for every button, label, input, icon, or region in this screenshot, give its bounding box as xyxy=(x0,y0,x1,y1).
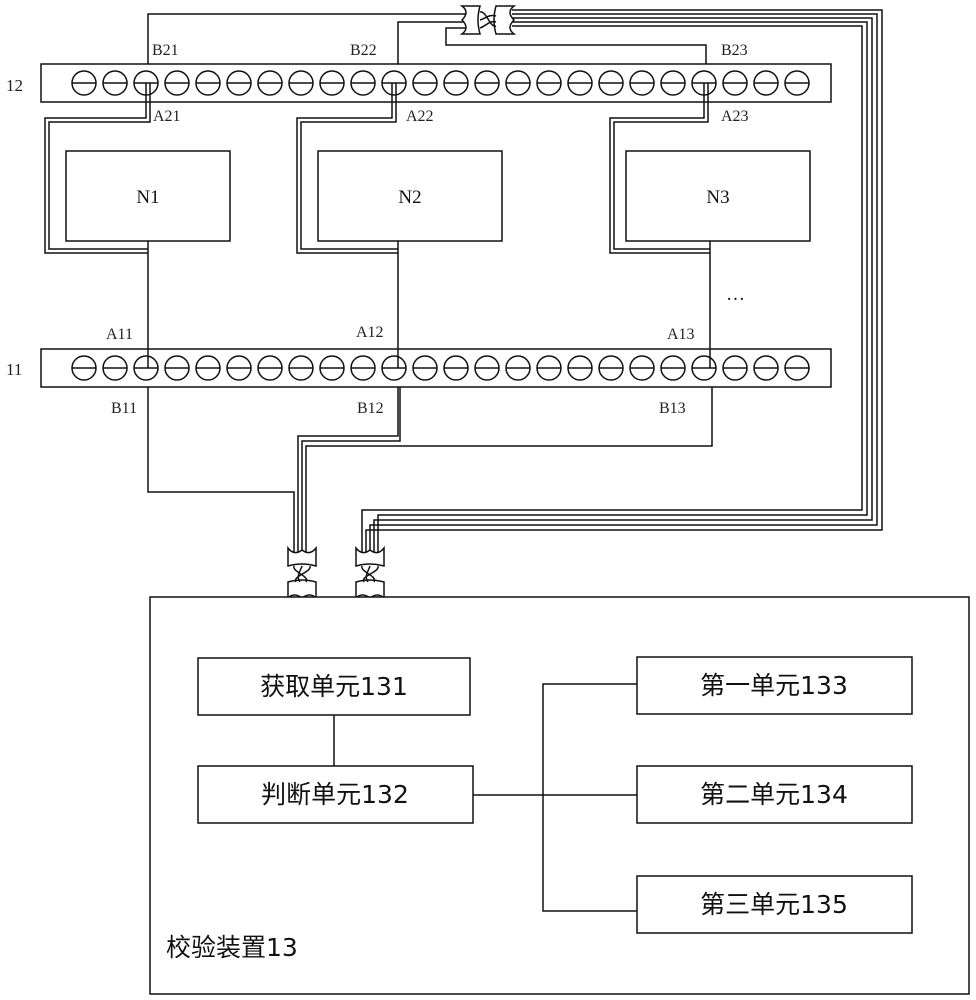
verifier-device-title: 校验装置13 xyxy=(166,933,298,962)
wire-b22 xyxy=(397,21,470,64)
wire-b12-2 xyxy=(301,387,401,560)
node-n1-label: N1 xyxy=(136,187,159,208)
ellipsis-label: … xyxy=(726,284,745,305)
wire-b11 xyxy=(147,387,295,560)
pin-label-b21: B21 xyxy=(152,42,179,59)
pin-label-a13: A13 xyxy=(667,326,695,343)
wire-a22-loop xyxy=(296,83,398,254)
node-n3: N3 xyxy=(625,150,811,242)
terminal-block-12-label: 12 xyxy=(6,76,23,95)
pin-label-a23: A23 xyxy=(721,108,749,125)
pin-label-b12: B12 xyxy=(357,400,384,417)
node-n3-box xyxy=(625,150,811,242)
unit-acquire: 获取单元131 xyxy=(197,657,471,716)
wire-a23-loop xyxy=(609,83,710,254)
wire-bundle-1 xyxy=(365,9,883,560)
pin-label-a12: A12 xyxy=(356,324,384,341)
connector-top-icon xyxy=(459,5,517,35)
node-n3-label: N3 xyxy=(706,187,729,208)
wire-a23-loop-inner xyxy=(613,83,710,250)
wire-bundle-4 xyxy=(377,21,868,560)
pin-label-a11: A11 xyxy=(106,326,133,343)
unit-judge-label: 判断单元132 xyxy=(261,780,409,809)
pin-label-b22: B22 xyxy=(350,42,377,59)
verifier-device: 校验装置13 获取单元131 判断单元132 第一单元133 第二单元134 第… xyxy=(149,596,970,995)
wire-b23 xyxy=(445,27,707,64)
connector-right-icon xyxy=(355,545,385,600)
unit-second: 第二单元134 xyxy=(636,765,913,824)
pin-label-b13: B13 xyxy=(659,400,686,417)
pin-label-b11: B11 xyxy=(111,400,137,417)
terminal-block-11-label: 11 xyxy=(6,360,22,379)
wire-bundle-2 xyxy=(369,13,878,560)
wire-b21 xyxy=(147,13,470,64)
pin-label-a21: A21 xyxy=(153,108,181,125)
unit-third: 第三单元135 xyxy=(636,875,913,934)
wire-b13 xyxy=(305,387,713,560)
wire-bundle-3 xyxy=(373,17,873,560)
wire-b12 xyxy=(297,387,399,560)
unit-acquire-label: 获取单元131 xyxy=(260,672,408,701)
unit-first-label: 第一单元133 xyxy=(700,671,848,700)
wiring xyxy=(44,9,883,560)
pin-label-b23: B23 xyxy=(721,42,748,59)
terminal-holes-bottom xyxy=(71,355,810,381)
pin-label-a22: A22 xyxy=(406,108,434,125)
wire-a21-loop xyxy=(44,83,148,254)
node-n1-box xyxy=(65,150,231,242)
node-n1: N1 xyxy=(65,150,231,242)
link-bus-units xyxy=(542,683,637,912)
wire-bundle-5 xyxy=(361,25,863,560)
unit-third-label: 第三单元135 xyxy=(700,890,848,919)
node-n2-label: N2 xyxy=(398,187,421,208)
unit-judge: 判断单元132 xyxy=(197,765,474,824)
unit-second-label: 第二单元134 xyxy=(700,780,848,809)
terminal-block-11: 11 xyxy=(6,348,832,388)
node-n2-box xyxy=(317,150,503,242)
wire-a22-loop-inner xyxy=(300,83,398,250)
node-n2: N2 xyxy=(317,150,503,242)
wire-a21-loop-inner xyxy=(48,83,151,250)
unit-first: 第一单元133 xyxy=(636,656,913,715)
connector-left-icon xyxy=(287,545,317,600)
